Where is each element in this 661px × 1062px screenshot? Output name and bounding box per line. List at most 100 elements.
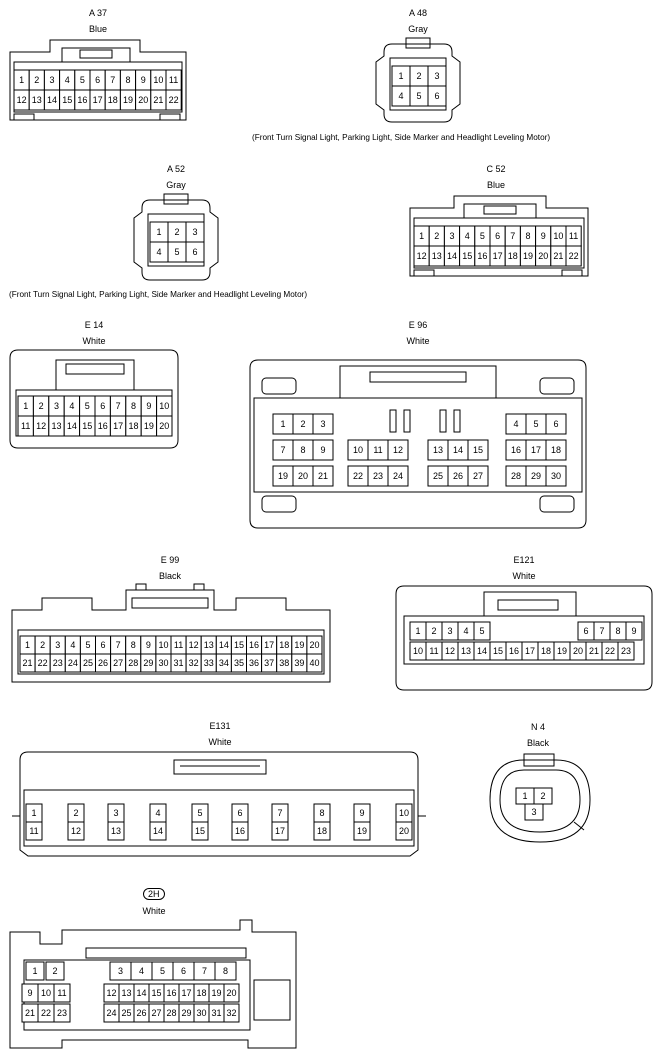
e121-pin-label: 18 (541, 646, 551, 656)
e14-pin-label: 19 (144, 421, 154, 431)
e121-pin-label: 16 (509, 646, 519, 656)
e131-pin-label: 4 (155, 808, 160, 818)
e99-pin-label: 13 (204, 640, 214, 650)
e121-pin-label: 7 (599, 626, 604, 636)
j2h-pin-label: 20 (226, 988, 236, 998)
e14-color: White (82, 336, 106, 346)
j2h-pin-label: 19 (211, 988, 221, 998)
e131-code: E131 (209, 721, 231, 731)
c52-pin-cell (565, 245, 582, 267)
e131-pin-label: 1 (31, 808, 36, 818)
e121-pin-label: 23 (621, 646, 631, 656)
e96-pin-cell (312, 439, 334, 461)
j2h-color: White (142, 906, 166, 916)
e96-pin-label: 11 (373, 445, 382, 455)
e121-pin-label: 1 (415, 626, 420, 636)
e131-pin-label: 16 (235, 826, 245, 836)
a37-pin-label: 17 (93, 95, 103, 105)
c52-pin-label: 3 (449, 231, 454, 241)
c52-pin-label: 12 (417, 251, 427, 261)
e99-pin-label: 5 (85, 640, 90, 650)
e99-pin-label: 28 (128, 658, 138, 668)
j2h-pin-label: 14 (136, 988, 146, 998)
e99-code: E 99 (160, 555, 180, 565)
j2h-pin-label: 2 (52, 966, 57, 976)
e14-pin-label: 13 (51, 421, 61, 431)
c52-pin-label: 16 (477, 251, 487, 261)
a48-code: A 48 (408, 8, 428, 18)
a37-pin-label: 8 (125, 75, 130, 85)
e131-pin-label: 13 (111, 826, 121, 836)
c52-pin-label: 13 (432, 251, 442, 261)
e96-color: White (406, 336, 430, 346)
e99-pin-label: 23 (53, 658, 63, 668)
a48-housing (375, 37, 461, 123)
e96-pin-label: 8 (300, 445, 305, 455)
e96-pin-label: 25 (433, 471, 443, 481)
e131-pin-label: 15 (195, 826, 205, 836)
a37-pin-label: 14 (47, 95, 57, 105)
e99-pin-label: 6 (101, 640, 106, 650)
c52-pin-label: 10 (553, 231, 563, 241)
e14-pin-label: 7 (116, 401, 121, 411)
e99-pin-label: 33 (204, 658, 214, 668)
c52-pin-label: 8 (525, 231, 530, 241)
e121-pin-label: 14 (477, 646, 487, 656)
e96-pin-label: 20 (298, 471, 308, 481)
e99-pin-label: 10 (158, 640, 168, 650)
a48-pin-label: 3 (434, 71, 439, 81)
e99-pin-label: 18 (279, 640, 289, 650)
e96-pin-label: 10 (353, 445, 363, 455)
e14-pin-label: 15 (82, 421, 92, 431)
e99-pin-label: 38 (279, 658, 289, 668)
j2h-pin-cell (223, 983, 240, 1003)
e121-pin-label: 2 (431, 626, 436, 636)
a37-pin-label: 21 (153, 95, 163, 105)
j2h-pin-label: 6 (181, 966, 186, 976)
j2h-pin-cell (25, 961, 45, 981)
e121-code: E121 (513, 555, 535, 565)
e96-pin-label: 13 (433, 445, 443, 455)
j2h-pin-label: 28 (166, 1008, 176, 1018)
e14-pin-label: 1 (23, 401, 28, 411)
e96-pin-label: 5 (533, 419, 538, 429)
e99-pin-label: 7 (116, 640, 121, 650)
e96-pin-label: 21 (318, 471, 328, 481)
e99-housing (11, 583, 331, 683)
j2h-pin-label: 10 (41, 988, 51, 998)
a52-color: Gray (166, 180, 186, 190)
e99-pin-label: 8 (131, 640, 136, 650)
e96-pin-label: 4 (513, 419, 518, 429)
j2h-pin-label: 16 (166, 988, 176, 998)
a37-pin-label: 6 (95, 75, 100, 85)
e96-pin-cell (545, 439, 567, 461)
c52-pin-label: 6 (495, 231, 500, 241)
j2h-pin-label: 1 (32, 966, 37, 976)
a37-pin-label: 3 (49, 75, 54, 85)
e131-pin-label: 20 (399, 826, 409, 836)
e131-pin-label: 6 (237, 808, 242, 818)
e99-pin-label: 17 (264, 640, 274, 650)
e96-pin-label: 22 (353, 471, 363, 481)
j2h-pin-label: 12 (106, 988, 116, 998)
a37-pin-label: 10 (153, 75, 163, 85)
c52-pin-label: 11 (569, 231, 578, 241)
e121-pin-label: 22 (605, 646, 615, 656)
e99-pin-label: 20 (309, 640, 319, 650)
a37-pin-label: 16 (77, 95, 87, 105)
c52-pin-label: 9 (541, 231, 546, 241)
e96-pin-label: 30 (551, 471, 561, 481)
e99-pin-label: 35 (234, 658, 244, 668)
a37-pin-label: 9 (141, 75, 146, 85)
e99-pin-label: 9 (146, 640, 151, 650)
e121-pin-cell (625, 621, 643, 641)
n4-housing (489, 753, 591, 843)
e96-pin-cell (387, 465, 409, 487)
e99-pin-label: 24 (68, 658, 78, 668)
j2h-pin-label: 13 (121, 988, 131, 998)
j2h-pin-label: 8 (223, 966, 228, 976)
e131-pin-label: 18 (317, 826, 327, 836)
n4-color: Black (526, 738, 549, 748)
e121-housing (395, 585, 653, 691)
a48-pin-label: 6 (434, 91, 439, 101)
